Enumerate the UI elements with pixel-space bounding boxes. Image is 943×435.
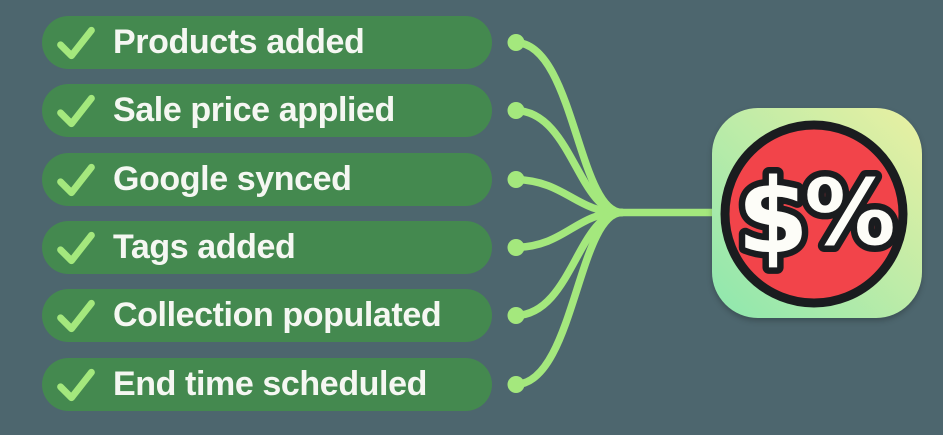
checklist-item-sale-price-applied: Sale price applied	[42, 84, 492, 137]
connector-curve	[512, 38, 626, 217]
percent-symbol: %	[804, 161, 895, 266]
checklist-item-label: End time scheduled	[113, 365, 427, 403]
connector-dot	[507, 34, 525, 51]
discount-sale-badge-icon: $ %	[712, 108, 922, 318]
connector-dot	[507, 376, 525, 393]
checklist-item-end-time-scheduled: End time scheduled	[42, 358, 492, 411]
connector-dot	[507, 171, 525, 188]
connector-curve	[512, 106, 626, 217]
checklist-item-google-synced: Google synced	[42, 153, 492, 206]
connector-curve	[512, 175, 624, 217]
connector-curve	[512, 208, 626, 389]
badge-red-circle	[720, 120, 908, 308]
check-icon	[57, 299, 95, 332]
connector-dot	[507, 239, 525, 256]
checklist-item-label: Collection populated	[113, 296, 442, 334]
checklist-item-label: Sale price applied	[113, 91, 395, 129]
check-icon	[57, 94, 95, 127]
checklist-item-collection-populated: Collection populated	[42, 289, 492, 342]
checklist-item-tags-added: Tags added	[42, 221, 492, 274]
checklist-item-label: Tags added	[113, 228, 296, 266]
connector-curve	[512, 208, 626, 320]
checklist-item-label: Google synced	[113, 160, 352, 198]
check-icon	[57, 26, 95, 59]
check-icon	[57, 163, 95, 196]
connector-dot	[507, 307, 525, 324]
connector-dot	[507, 102, 525, 119]
check-icon	[57, 368, 95, 401]
checklist-item-products-added: Products added	[42, 16, 492, 69]
connector-curve	[512, 208, 624, 252]
check-icon	[57, 231, 95, 264]
dollar-symbol: $	[737, 157, 809, 277]
checklist-item-label: Products added	[113, 23, 365, 61]
